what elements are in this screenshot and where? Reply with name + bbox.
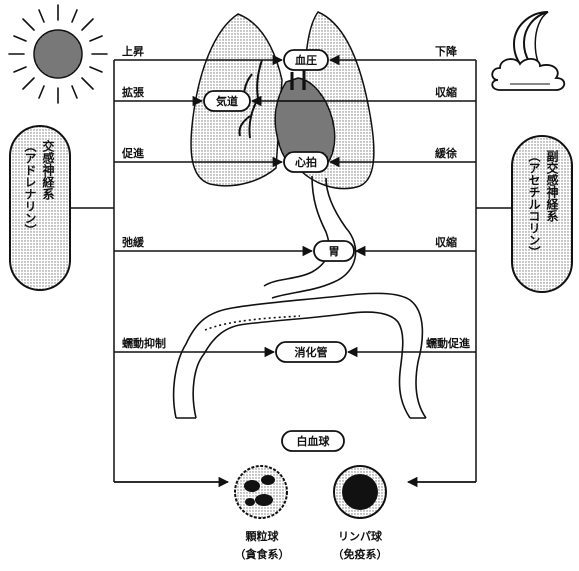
effect-blood-pressure-up: 上昇 [122,44,144,58]
organ-label-blood-pressure: 血圧 [284,50,328,70]
svg-text:胃: 胃 [329,245,340,258]
svg-text:消化管: 消化管 [295,345,328,359]
organ-label-stomach: 胃 [314,241,354,261]
effect-blood-pressure-down: 下降 [435,44,458,58]
granulocyte-name: 顆粒球 [246,529,280,543]
stomach [264,176,356,298]
parasympathetic-nerve-pill: 副交感神経系 （アセチルコリン） [512,136,572,292]
svg-text:血圧: 血圧 [295,53,317,67]
effect-heartbeat-accelerate: 促進 [121,146,145,160]
parasympathetic-transmitter-label: （アセチルコリン） [527,150,541,258]
organ-label-white-blood-cells: 白血球 [282,431,344,451]
effect-heartbeat-slow: 緩徐 [435,146,457,160]
lymphocyte-name: リンパ球 [338,529,383,543]
effect-airway-dilate: 拡張 [122,85,145,99]
svg-text:気道: 気道 [216,94,238,108]
sun-icon [9,5,107,103]
left-effect-labels: 上昇 拡張 促進 弛緩 蠕動抑制 [121,44,166,350]
right-effect-labels: 下降 収縮 緩徐 収縮 蠕動促進 [426,44,471,350]
granulocyte-cell: 顆粒球 （貪食系） [235,466,290,561]
granulocyte-role: （貪食系） [235,547,290,561]
parasympathetic-nerve-label: 副交感神経系 [545,149,559,223]
effect-airway-constrict: 収縮 [435,85,457,99]
lymphocyte-cell: リンパ球 （免疫系） [333,466,388,561]
organ-label-heartbeat: 心拍 [284,152,328,172]
organ-label-intestine: 消化管 [276,342,346,362]
sympathetic-nerve-label: 交感神経系 [41,139,55,201]
cloud-icon [492,59,564,90]
organ-label-airway: 気道 [204,91,250,111]
effect-peristalsis-inhibit: 蠕動抑制 [122,336,166,350]
lymphocyte-role: （免疫系） [333,547,388,561]
effect-stomach-contract: 収縮 [435,235,457,249]
effect-stomach-relax: 弛緩 [122,235,145,249]
svg-text:白血球: 白血球 [297,434,331,448]
effect-peristalsis-promote: 蠕動促進 [426,336,471,350]
svg-text:心拍: 心拍 [295,155,317,169]
sympathetic-transmitter-label: （アドレナリン） [23,140,37,236]
sympathetic-nerve-pill: 交感神経系 （アドレナリン） [10,126,70,290]
